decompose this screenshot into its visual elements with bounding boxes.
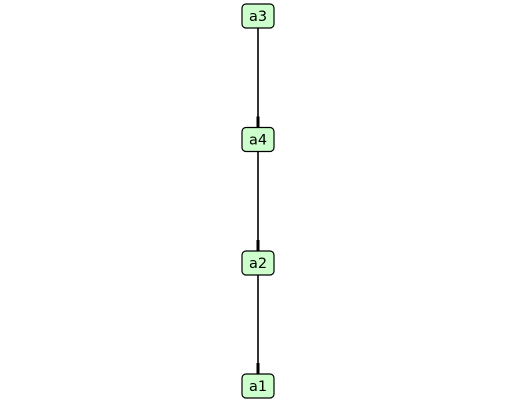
node-box <box>241 3 275 29</box>
node-box <box>241 373 275 399</box>
node-label: a2 <box>249 256 267 272</box>
node-a4: a4 <box>241 126 275 153</box>
node-box <box>241 126 275 153</box>
node-label: a4 <box>249 133 267 149</box>
node-box <box>241 250 275 276</box>
node-a3: a3 <box>241 3 275 29</box>
node-label: a1 <box>249 379 267 395</box>
node-a1: a1 <box>241 373 275 399</box>
node-a2: a2 <box>241 250 275 276</box>
node-label: a3 <box>249 9 267 25</box>
nodes-layer: a3 a4 a2 a1 <box>241 3 275 399</box>
